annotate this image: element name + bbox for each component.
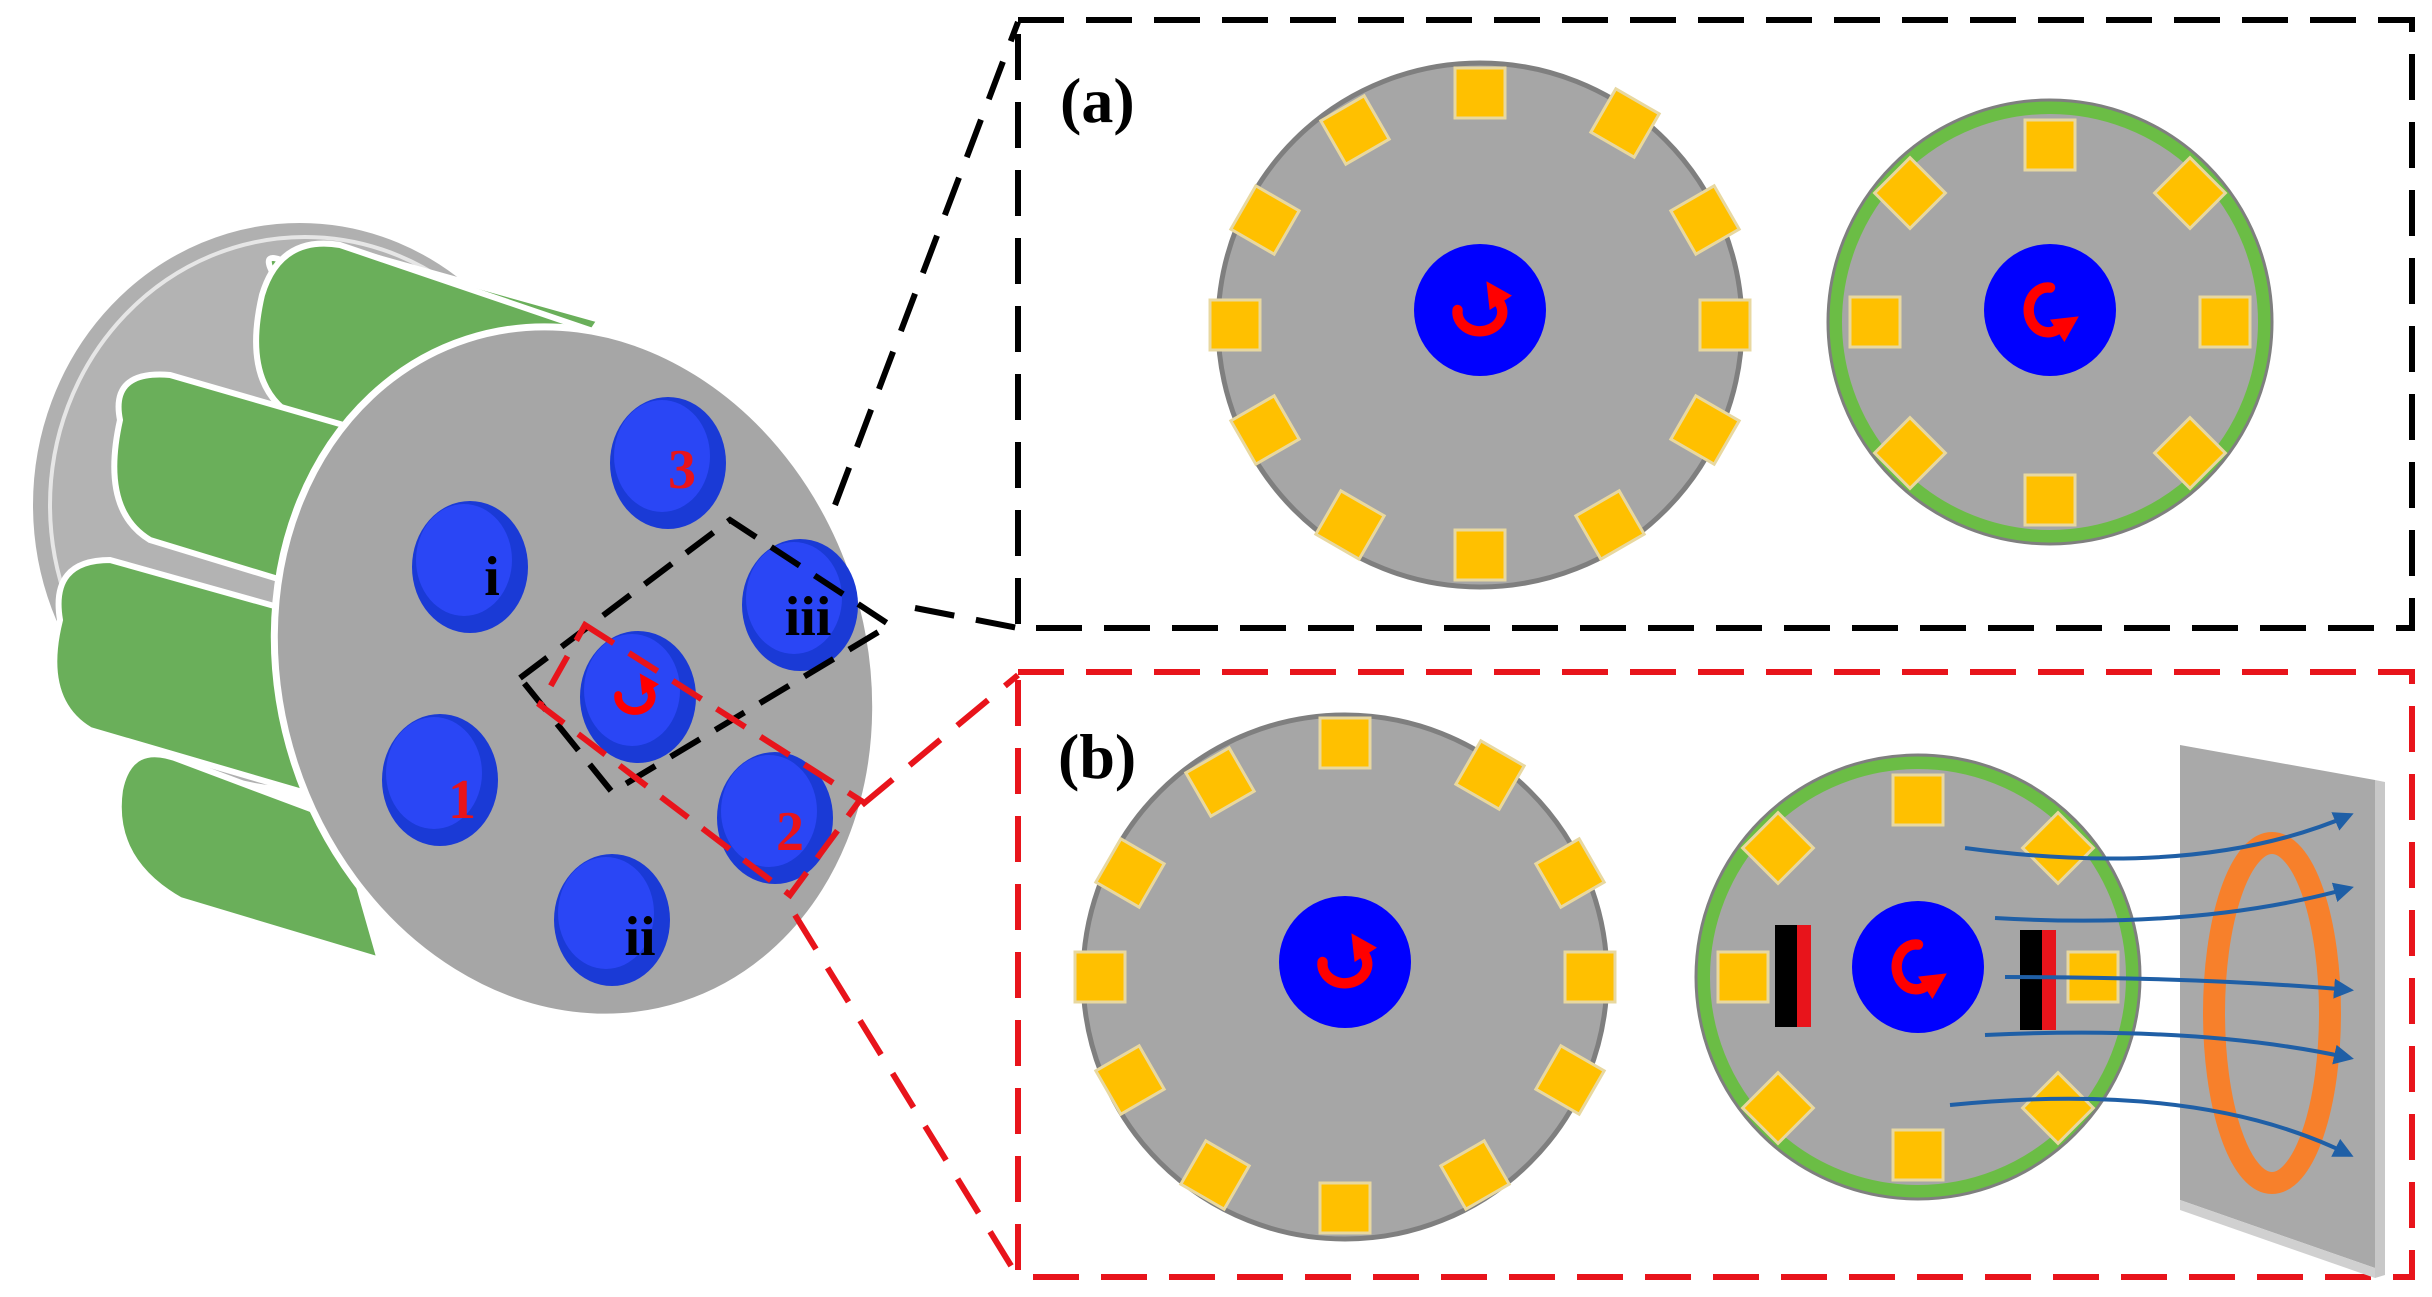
rotor-i-label: i <box>484 546 500 608</box>
connector-a-top <box>832 20 1021 507</box>
rotor-3-label: 3 <box>668 439 696 501</box>
panel-b-rotor-1 <box>1279 896 1411 1028</box>
rotor-2-label: 2 <box>776 801 804 863</box>
panel-a-label: (a) <box>1060 65 1135 136</box>
rotor-ii-label: ii <box>624 906 655 968</box>
receiver-coil <box>2203 832 2341 1194</box>
lobe-4 <box>115 751 385 965</box>
panel-a-frame <box>1015 17 2415 631</box>
panel-a-disc-1 <box>1208 60 1752 590</box>
panel-b-disc-2 <box>1694 753 2142 1201</box>
panel-a-disc-1-magnets <box>1208 66 1752 582</box>
flux-line-1 <box>1964 812 2354 861</box>
selection-box-a <box>515 516 896 796</box>
panel-a-disc-2-magnets <box>1848 118 2252 527</box>
panel-a: (a) <box>1015 17 2415 631</box>
connectors <box>792 20 1021 1279</box>
cylinder-assembly: 3 i iii 1 <box>27 217 896 1021</box>
panel-b-disc-1-magnets <box>1073 716 1617 1235</box>
panel-b-disc-1 <box>1073 712 1617 1242</box>
rotor-ii: ii <box>554 854 670 986</box>
rotor-2: 2 <box>717 752 833 884</box>
panel-b-label: (b) <box>1058 721 1136 792</box>
panel-b-rotor-2 <box>1852 901 1984 1033</box>
panel-b: (b) <box>1015 669 2415 1280</box>
connector-b-bottom <box>792 913 1021 1279</box>
connector-b-top <box>860 672 1020 808</box>
cylinder-rotors: 3 i iii 1 <box>382 397 858 986</box>
selection-box-b <box>536 620 865 900</box>
panel-a-disc-2 <box>1826 98 2274 546</box>
panel-b-disc-2-magnets <box>1716 773 2120 1182</box>
coil-bar-right <box>2020 930 2056 1030</box>
panel-a-rotor-1 <box>1414 244 1546 376</box>
rotor-i: i <box>412 501 528 633</box>
receiver-plate <box>2180 745 2385 1278</box>
rotor-center <box>580 631 696 763</box>
rotor-1: 1 <box>382 714 498 846</box>
flux-lines <box>1949 812 2354 1157</box>
rotor-1-label: 1 <box>448 769 476 831</box>
panel-a-rotor-2 <box>1984 244 2116 376</box>
rotor-iii: iii <box>742 539 858 671</box>
rotor-3: 3 <box>610 397 726 529</box>
coil-bar-left <box>1775 925 1811 1027</box>
flux-line-4 <box>1984 1030 2354 1065</box>
flux-line-3 <box>2004 975 2354 999</box>
flux-line-2 <box>1994 882 2354 923</box>
connector-a-bottom <box>914 605 1019 631</box>
rotor-iii-label: iii <box>785 586 832 648</box>
panel-b-frame <box>1015 669 2415 1280</box>
flux-line-5 <box>1949 1096 2354 1157</box>
